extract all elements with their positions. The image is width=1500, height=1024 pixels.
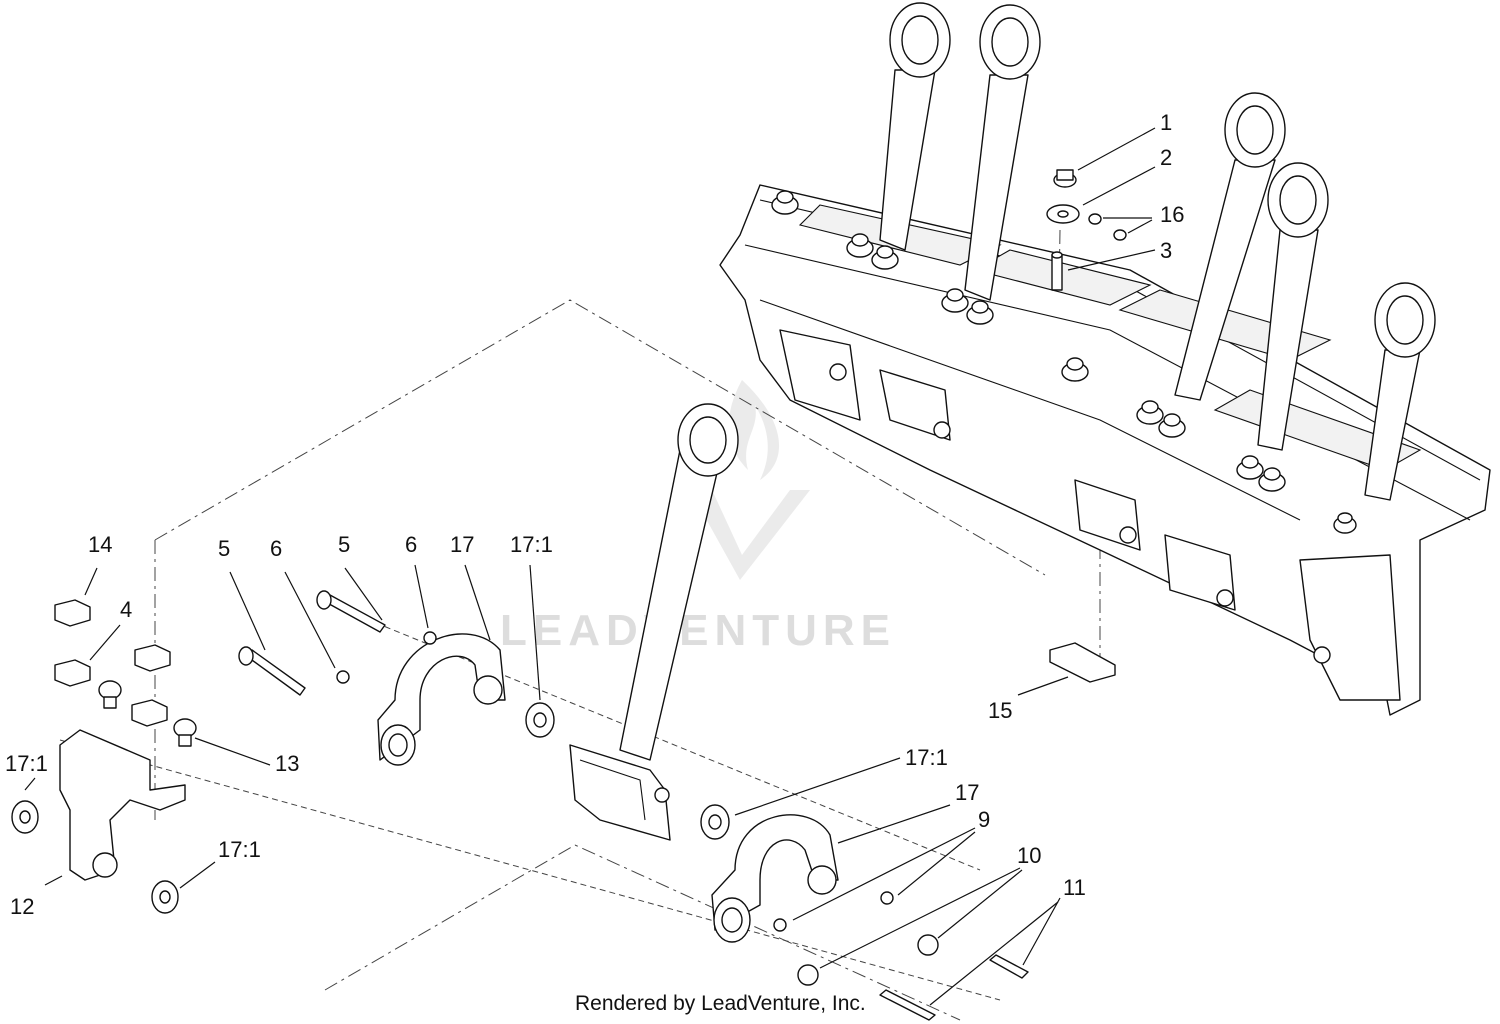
left-assembly xyxy=(54,599,197,881)
callouts: 1 2 16 3 14 4 5 6 5 6 17 17:1 13 17:1 12… xyxy=(5,110,1184,919)
hardware-stack xyxy=(1046,169,1127,291)
lever-1 xyxy=(879,2,951,251)
callout-15: 15 xyxy=(988,698,1012,723)
callout-9: 9 xyxy=(978,807,990,832)
callout-16: 16 xyxy=(1160,202,1184,227)
watermark-flame-icon xyxy=(728,380,780,480)
watermark-text: LEADVENTURE xyxy=(500,606,896,655)
spacer-rod xyxy=(1051,254,1063,291)
callout-12: 12 xyxy=(10,894,34,919)
callout-4: 4 xyxy=(120,597,132,622)
callout-6-left: 6 xyxy=(270,536,282,561)
callout-17-1-right: 17:1 xyxy=(905,745,948,770)
callout-17-upper: 17 xyxy=(450,532,474,557)
bracket-upper xyxy=(377,633,506,766)
leader-lines xyxy=(24,127,1156,1006)
callout-5-left: 5 xyxy=(218,536,230,561)
callout-1: 1 xyxy=(1160,110,1172,135)
lever-5 xyxy=(1364,282,1436,501)
bolt-16b xyxy=(1113,229,1127,241)
callout-13: 13 xyxy=(275,751,299,776)
bolts-and-nuts xyxy=(238,590,437,696)
render-credit: Rendered by LeadVenture, Inc. xyxy=(575,992,866,1015)
callout-6-right: 6 xyxy=(405,532,417,557)
bracket-lower xyxy=(711,814,839,943)
deck-fasteners xyxy=(771,190,1357,534)
lever-4 xyxy=(1257,162,1329,451)
deck-levers xyxy=(879,2,1436,501)
callout-3: 3 xyxy=(1160,238,1172,263)
bolt-16a xyxy=(1088,213,1102,225)
watermark: LEADVENTURE xyxy=(500,380,896,655)
lever-3 xyxy=(1174,92,1286,401)
bearings xyxy=(11,702,730,914)
callout-5-right: 5 xyxy=(338,532,350,557)
callout-17-1-left: 17:1 xyxy=(5,751,48,776)
callout-17-lower: 17 xyxy=(955,780,979,805)
watermark-v-icon xyxy=(690,490,810,580)
lever-2 xyxy=(964,4,1041,301)
callout-17-1-lower-left: 17:1 xyxy=(218,837,261,862)
callout-17-1-upper: 17:1 xyxy=(510,532,553,557)
center-lever xyxy=(569,403,739,841)
callout-2: 2 xyxy=(1160,145,1172,170)
callout-14: 14 xyxy=(88,532,112,557)
callout-10: 10 xyxy=(1017,843,1041,868)
callout-11: 11 xyxy=(1063,875,1086,900)
lower-hardware xyxy=(773,891,1029,1021)
spacer-block xyxy=(1049,642,1116,683)
